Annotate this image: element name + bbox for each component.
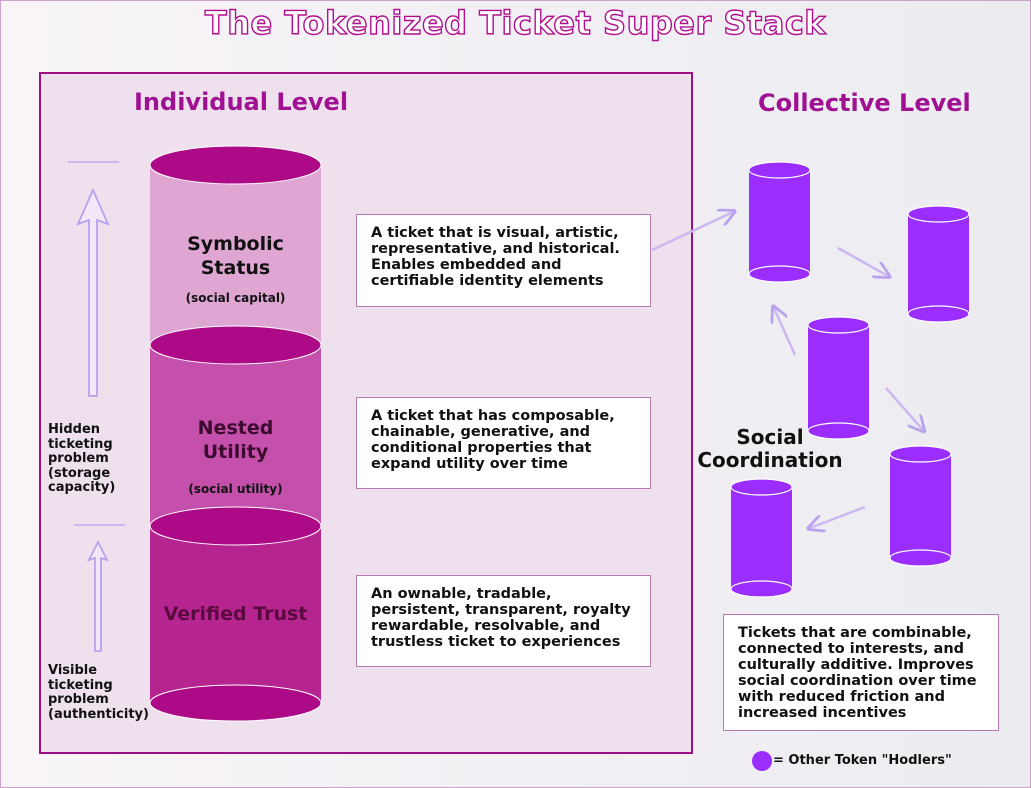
nested-utility-sublabel: (social utility) — [188, 482, 283, 496]
page-title: The Tokenized Ticket Super Stack — [204, 3, 827, 42]
verified-trust-cap — [149, 506, 322, 546]
flow-arrow — [885, 387, 923, 430]
nested-utility-cap — [149, 325, 322, 365]
individual-level-heading: Individual Level — [134, 88, 349, 116]
visible-problem-arrow — [87, 539, 109, 652]
symbolic-status-cylinder — [149, 145, 322, 345]
legend-label: = Other Token "Hodlers" — [773, 753, 952, 768]
nested-utility-label: Nested Utility — [197, 417, 274, 463]
token-holder-cylinder — [807, 316, 870, 440]
token-holder-cylinder — [730, 478, 793, 598]
to-collective-arrow — [651, 212, 733, 252]
verified-trust-description: An ownable, tradable, persistent, transp… — [356, 575, 651, 667]
symbolic-status-description: A ticket that is visual, artistic, repre… — [356, 214, 651, 307]
collective-level-heading: Collective Level — [758, 89, 971, 117]
verified-trust-label: Verified Trust — [163, 603, 308, 625]
token-holder-cylinder — [889, 445, 952, 567]
social-coordination-label: Social Coordination — [697, 425, 843, 472]
token-holder-cylinder — [748, 161, 811, 283]
nested-utility-cylinder — [150, 345, 321, 526]
visible-problem-label: Visible ticketing problem (authenticity) — [48, 663, 149, 722]
nested-utility-description: A ticket that has composable, chainable,… — [356, 397, 651, 489]
hidden-problem-arrow — [76, 187, 110, 397]
flow-arrow — [837, 246, 888, 276]
collective-description: Tickets that are combinable, connected t… — [723, 614, 999, 731]
flow-arrow — [810, 505, 866, 528]
legend-token-icon — [752, 751, 772, 771]
token-holder-cylinder — [907, 205, 970, 323]
symbolic-status-sublabel: (social capital) — [185, 291, 286, 305]
hidden-problem-label: Hidden ticketing problem (storage capaci… — [48, 422, 116, 495]
symbolic-status-label: Symbolic Status — [187, 233, 284, 279]
flow-arrow — [774, 308, 797, 356]
verified-trust-cylinder — [149, 526, 322, 722]
